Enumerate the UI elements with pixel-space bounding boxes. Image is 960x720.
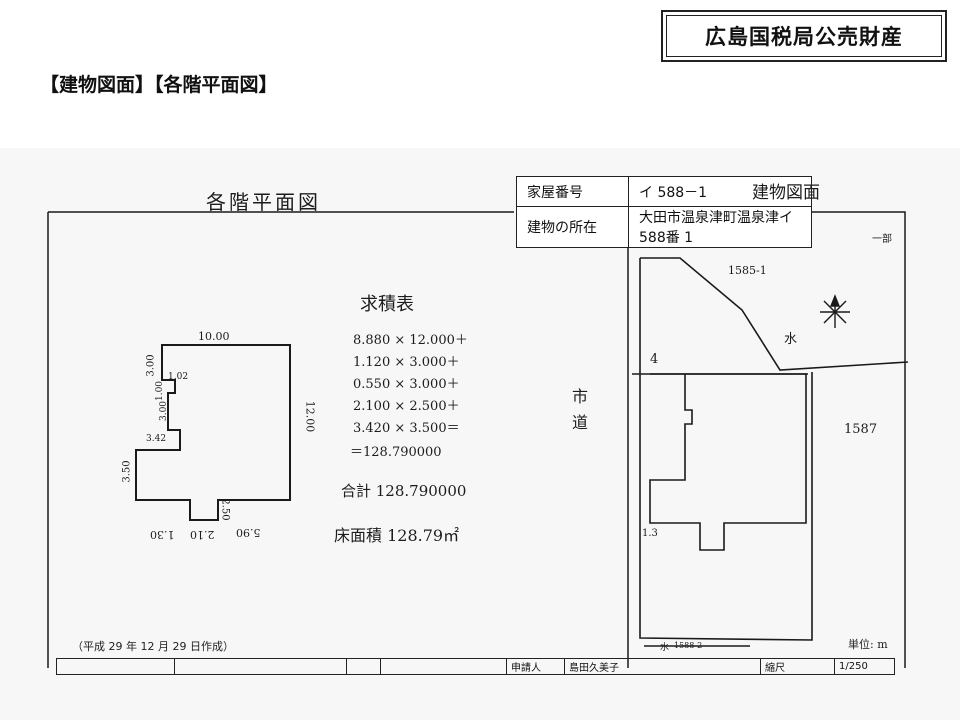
- site-dim-13: 1.3: [642, 528, 658, 539]
- dim-notch: 2.50: [219, 498, 231, 521]
- floor-area: 床面積 128.79㎡: [334, 526, 460, 545]
- partial-stamp: 一部: [872, 234, 892, 245]
- bottom-cell: [56, 658, 175, 675]
- area-line-3: 0.550 × 3.000＋: [353, 377, 460, 392]
- page-heading: 【建物図面】【各階平面図】: [40, 74, 278, 96]
- handwritten-title: 各階平面図: [206, 190, 321, 214]
- badge-text: 広島国税局公売財産: [666, 15, 942, 57]
- water-label-south: 水: [660, 643, 670, 653]
- area-line-5: 3.420 × 3.500＝: [353, 421, 460, 436]
- bottom-cell: 縮尺: [760, 658, 835, 675]
- bottom-cell: 島田久美子: [564, 658, 761, 675]
- dim-step-2: 1.00: [155, 380, 166, 402]
- public-sale-badge: 広島国税局公売財産: [661, 10, 947, 62]
- bottom-cell: 申請人: [506, 658, 565, 675]
- water-label: 水: [784, 332, 798, 347]
- scanned-drawing: 各階平面図 家屋番号 イ 588－1 建物の所在 大田市温泉津町温泉津イ 588…: [0, 148, 960, 720]
- location-label: 建物の所在: [516, 206, 629, 248]
- bottom-record-table: 申請人 島田久美子 縮尺 1/250: [56, 658, 895, 675]
- area-line-1: 8.880 × 12.000＋: [353, 333, 468, 348]
- site-building: [649, 373, 807, 551]
- dim-left-upper: 3.00: [145, 354, 157, 377]
- north-arrow-icon: [820, 294, 850, 328]
- site-dim-4: 4: [650, 352, 659, 367]
- parcel-south: 1588-2: [674, 641, 703, 650]
- floor-plan-outline: [135, 344, 291, 521]
- unit-label: 単位: m: [848, 638, 888, 651]
- bottom-cell: 1/250: [834, 658, 895, 675]
- location-value: 大田市温泉津町温泉津イ 588番 1: [628, 206, 812, 248]
- dim-bottom-2: 2.10: [190, 528, 215, 541]
- area-line-2: 1.120 × 3.000＋: [353, 355, 460, 370]
- dim-step-1: 1.02: [168, 372, 189, 382]
- dim-top: 10.00: [198, 330, 230, 343]
- area-total: 合計 128.790000: [341, 482, 467, 500]
- house-number-value: イ 588－1: [628, 176, 812, 207]
- area-line-4: 2.100 × 2.500＋: [353, 399, 460, 414]
- dim-left-lower: 3.50: [121, 460, 133, 483]
- area-line-6: ＝128.790000: [350, 445, 442, 460]
- building-info-table: 家屋番号 イ 588－1 建物の所在 大田市温泉津町温泉津イ 588番 1: [516, 176, 812, 248]
- dim-right: 12.00: [303, 400, 317, 433]
- dim-bottom-1: 5.90: [236, 526, 261, 539]
- bottom-cell: [380, 658, 507, 675]
- building-drawing-label: 建物図面: [752, 183, 820, 203]
- parcel-north: 1585-1: [728, 264, 767, 277]
- road-label: 市道: [572, 387, 589, 432]
- created-date: （平成 29 年 12 月 29 日作成）: [72, 640, 234, 653]
- parcel-east: 1587: [844, 422, 878, 437]
- dim-step-4: 3.42: [146, 434, 167, 444]
- bottom-cell: [174, 658, 347, 675]
- dim-step-3: 3.00: [159, 400, 170, 422]
- drawing-lines: [47, 211, 909, 668]
- site-boundary: [640, 257, 909, 371]
- area-table-title: 求積表: [360, 294, 414, 315]
- dim-bottom-3: 1.30: [150, 528, 175, 541]
- house-number-label: 家屋番号: [516, 176, 629, 207]
- bottom-cell: [346, 658, 381, 675]
